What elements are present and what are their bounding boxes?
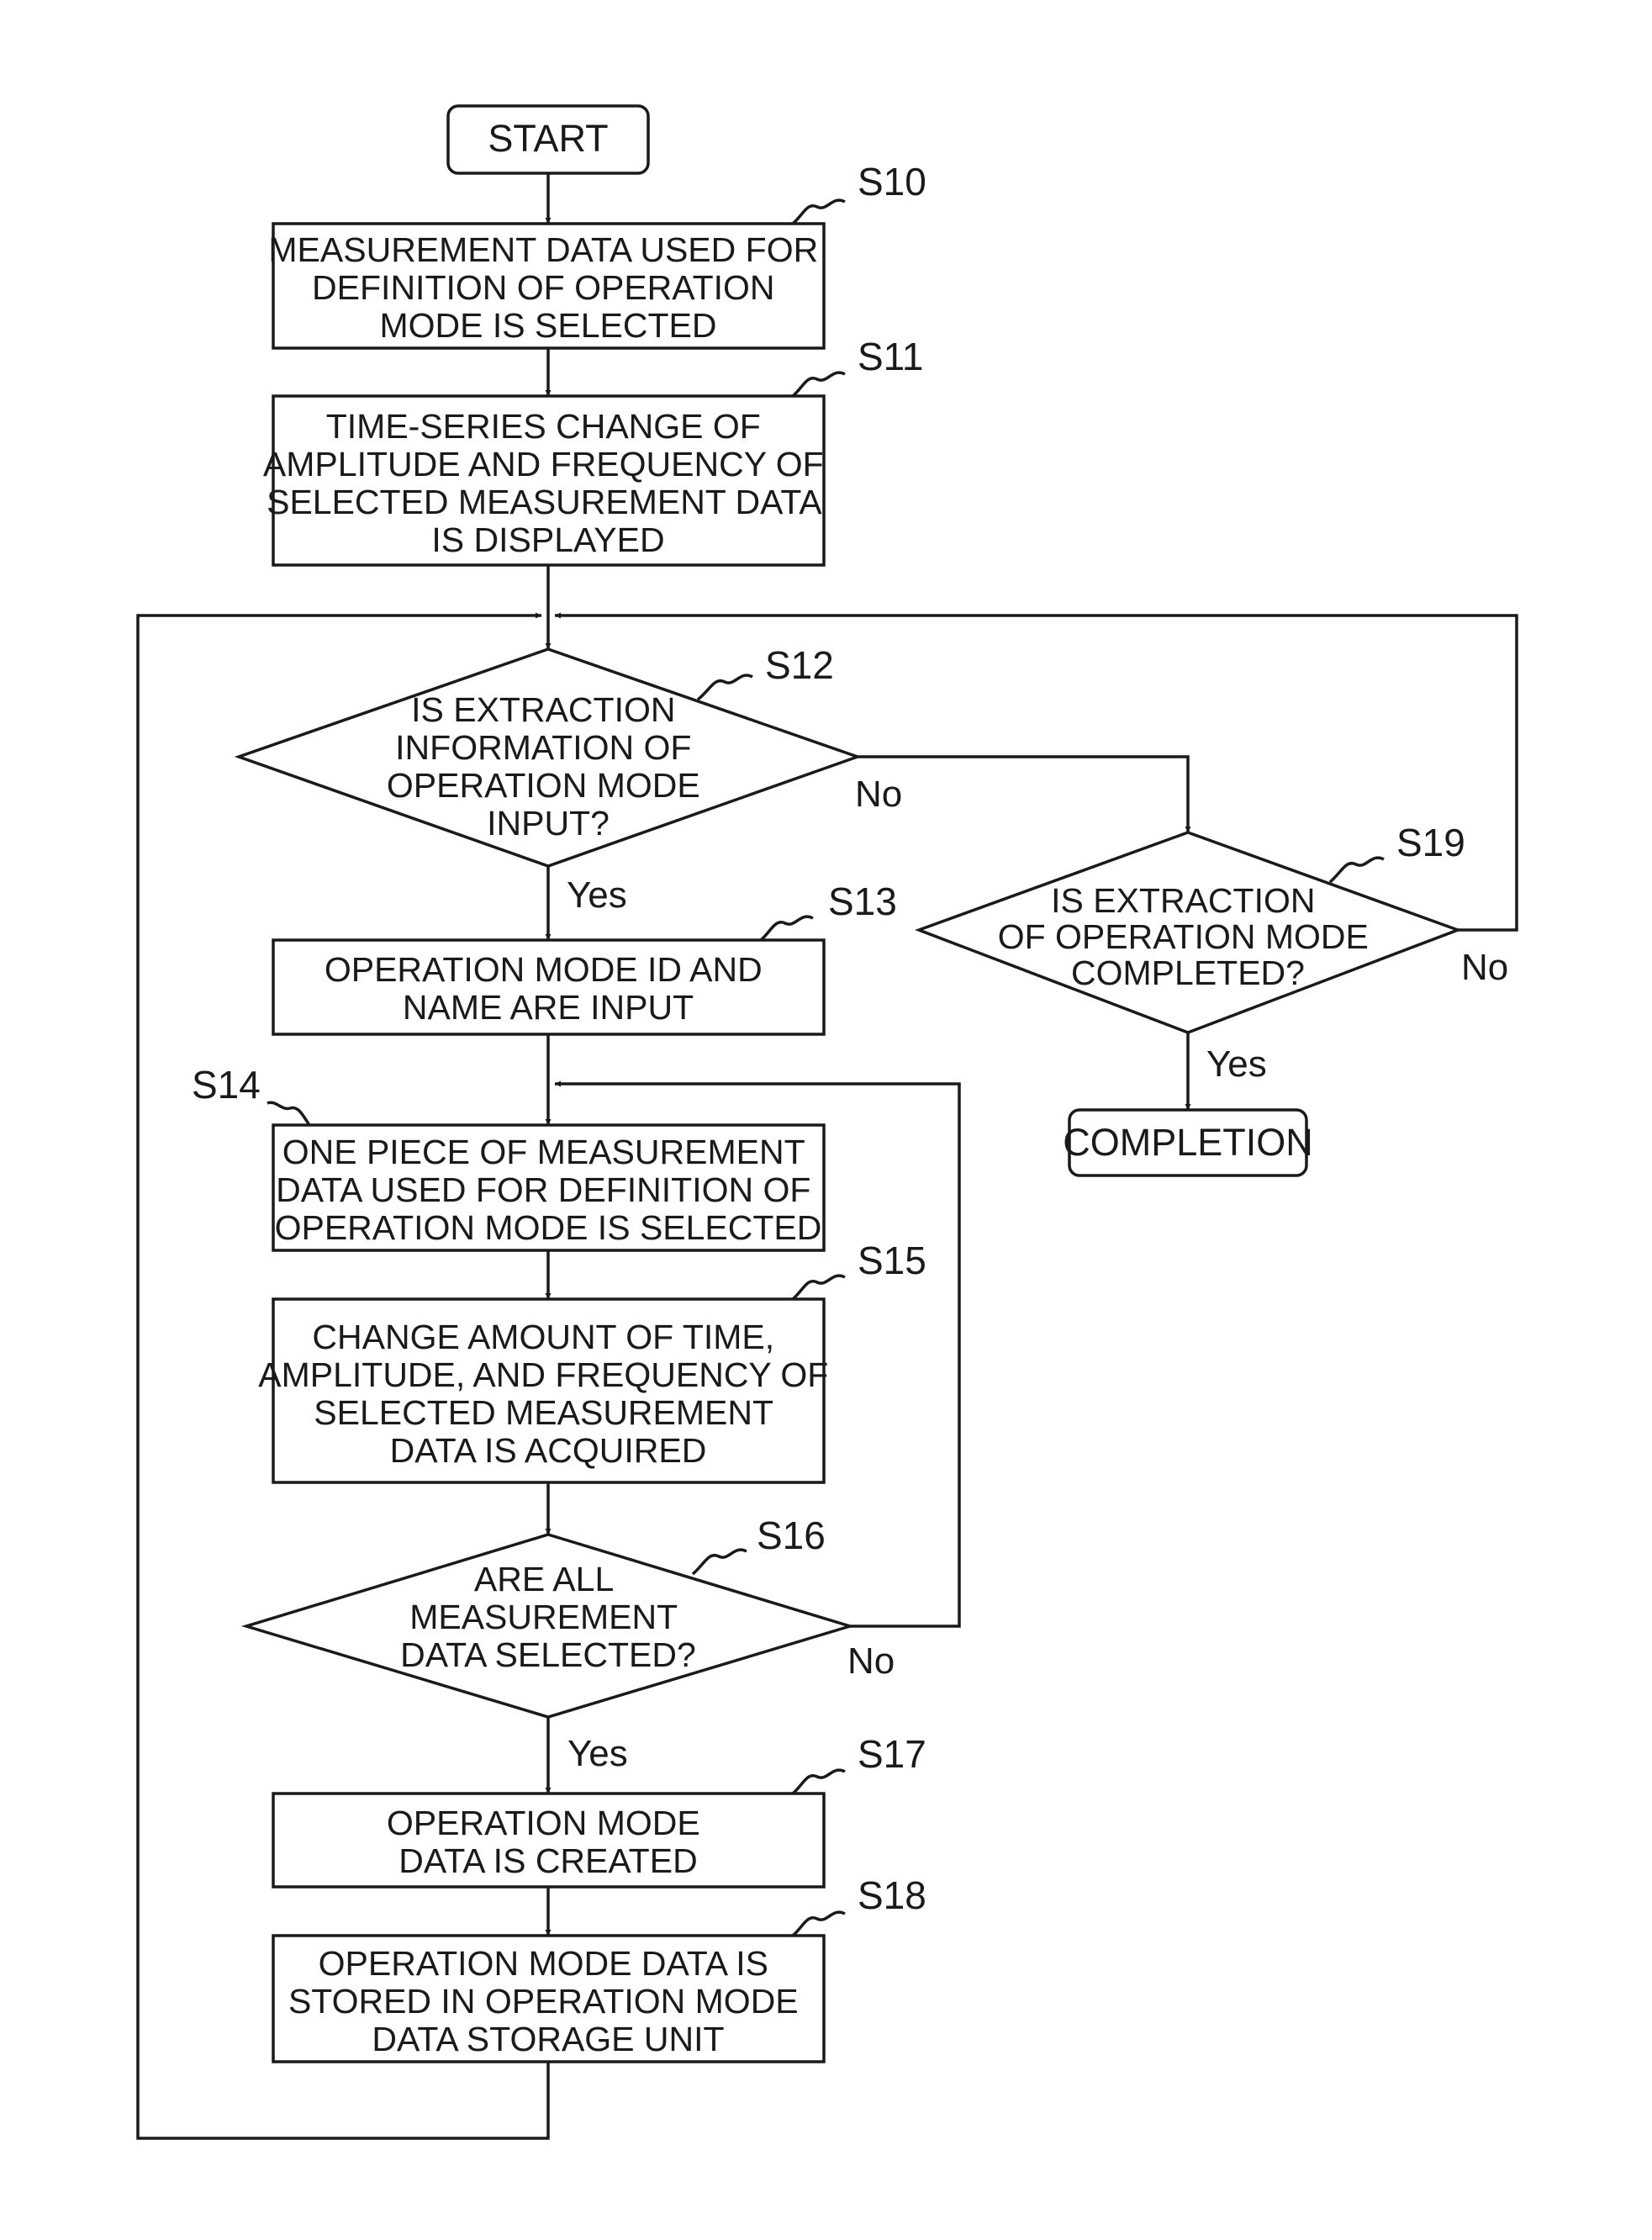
- arrow-s12-no-to-s19: [858, 757, 1188, 832]
- step-label-s13: S13: [828, 880, 897, 923]
- completion-label: COMPLETION: [1063, 1121, 1313, 1164]
- decision-s16: ARE ALL MEASUREMENT DATA SELECTED?: [246, 1535, 850, 1717]
- process-s18: OPERATION MODE DATA IS STORED IN OPERATI…: [273, 1936, 824, 2062]
- leader-s15: [793, 1276, 845, 1299]
- step-label-s17: S17: [858, 1732, 926, 1776]
- leader-s14: [267, 1102, 309, 1125]
- step-label-s16: S16: [757, 1514, 826, 1557]
- step-label-s19: S19: [1396, 821, 1465, 864]
- branch-s19-no: No: [1461, 947, 1508, 988]
- start-terminal: START: [448, 106, 648, 173]
- branch-s12-no: No: [855, 774, 902, 815]
- leader-s11: [793, 372, 845, 396]
- step-label-s18: S18: [858, 1873, 926, 1917]
- step-label-s10: S10: [858, 160, 926, 203]
- process-s14: ONE PIECE OF MEASUREMENT DATA USED FOR D…: [273, 1125, 824, 1250]
- leader-s16: [693, 1550, 747, 1574]
- step-label-s14: S14: [192, 1063, 261, 1107]
- leader-s10: [793, 200, 845, 224]
- process-s11: TIME-SERIES CHANGE OF AMPLITUDE AND FREQ…: [263, 396, 833, 565]
- decision-s19: IS EXTRACTION OF OPERATION MODE COMPLETE…: [919, 832, 1458, 1033]
- completion-terminal: COMPLETION: [1063, 1110, 1313, 1175]
- process-s17-text: OPERATION MODE DATA IS CREATED: [387, 1804, 710, 1880]
- process-s17: OPERATION MODE DATA IS CREATED: [273, 1794, 824, 1887]
- leader-s12: [698, 675, 752, 700]
- process-s13: OPERATION MODE ID AND NAME ARE INPUT: [273, 940, 824, 1034]
- leader-s17: [793, 1770, 845, 1794]
- process-s14-text: ONE PIECE OF MEASUREMENT DATA USED FOR D…: [275, 1133, 822, 1247]
- process-s15: CHANGE AMOUNT OF TIME, AMPLITUDE, AND FR…: [258, 1299, 838, 1482]
- step-label-s15: S15: [858, 1239, 926, 1282]
- leader-s19: [1330, 858, 1384, 882]
- process-s10: MEASUREMENT DATA USED FOR DEFINITION OF …: [268, 224, 827, 348]
- start-label: START: [488, 117, 608, 160]
- branch-s16-no: No: [847, 1640, 895, 1682]
- branch-s12-yes: Yes: [567, 874, 627, 916]
- step-label-s12: S12: [765, 643, 834, 687]
- leader-s13: [761, 917, 813, 940]
- leader-s18: [793, 1912, 845, 1936]
- branch-s16-yes: Yes: [567, 1733, 628, 1774]
- step-label-s11: S11: [858, 335, 923, 378]
- branch-s19-yes: Yes: [1206, 1043, 1267, 1085]
